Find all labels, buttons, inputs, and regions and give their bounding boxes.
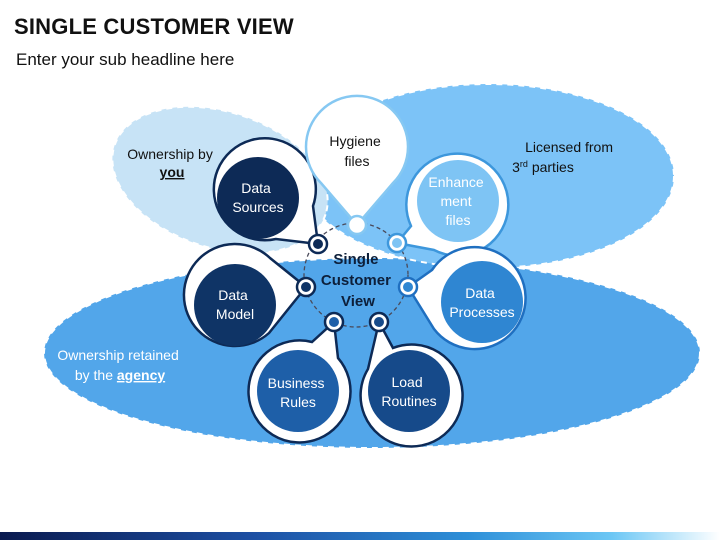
node-enhancement-files-line1: Enhance bbox=[428, 174, 483, 190]
svg-text:Single Customer View: Single Customer View bbox=[321, 251, 395, 310]
node-data-processes: Data Processes bbox=[397, 245, 527, 351]
node-hygiene-files: Hygiene files bbox=[304, 94, 410, 236]
node-data-processes-line2: Processes bbox=[449, 304, 514, 320]
svg-text:Data Model: Data Model bbox=[216, 287, 254, 322]
third-zone-label-sup: rd bbox=[520, 159, 528, 169]
node-data-model: Data Model bbox=[182, 242, 317, 348]
svg-text:Data Processes: Data Processes bbox=[449, 285, 514, 320]
agency-zone-label-line1: Ownership retained bbox=[57, 347, 178, 363]
center-title-line2: Customer bbox=[321, 272, 391, 289]
node-enhancement-files-line2: ment bbox=[440, 193, 471, 209]
svg-text:Ownership retained by the: Ownership retained by the agency bbox=[57, 347, 182, 383]
third-zone-label-num: 3 bbox=[512, 159, 520, 175]
footer-gradient-bar bbox=[0, 532, 720, 540]
you-zone-label-line1: Ownership by bbox=[127, 146, 213, 162]
node-enhancement-files: Enhance ment files bbox=[386, 152, 510, 257]
svg-text:Data Sources: Data Sources bbox=[232, 180, 283, 215]
node-data-processes-line1: Data bbox=[465, 285, 495, 301]
node-business-rules-line2: Rules bbox=[280, 394, 316, 410]
node-hygiene-files-line1: Hygiene bbox=[329, 133, 381, 149]
node-load-routines: Load Routines bbox=[359, 311, 464, 448]
svg-text:Enhance ment files: Enhance ment files bbox=[428, 174, 487, 228]
node-business-rules-line1: Business bbox=[268, 375, 325, 391]
center-title-line3: View bbox=[341, 293, 375, 310]
center-ring bbox=[303, 222, 409, 328]
node-data-model-line2: Model bbox=[216, 306, 254, 322]
third-zone-label-line1: Licensed from bbox=[525, 139, 613, 155]
node-load-routines-line1: Load bbox=[391, 374, 422, 390]
page-title: SINGLE CUSTOMER VIEW bbox=[14, 14, 294, 39]
svg-text:Business Rules: Business Rules bbox=[268, 375, 329, 410]
node-hygiene-files-line2: files bbox=[345, 153, 370, 169]
svg-text:Load Routines: Load Routines bbox=[381, 374, 436, 409]
node-data-sources-line1: Data bbox=[241, 180, 271, 196]
page-subtitle: Enter your sub headline here bbox=[16, 50, 235, 69]
node-data-model-line1: Data bbox=[218, 287, 248, 303]
node-enhancement-files-line3: files bbox=[446, 212, 471, 228]
center-title-line1: Single bbox=[333, 251, 378, 268]
agency-zone-label-emph: agency bbox=[117, 367, 165, 383]
node-data-sources-line2: Sources bbox=[232, 199, 283, 215]
node-load-routines-line2: Routines bbox=[381, 393, 436, 409]
svg-text:Ownership by you: Ownership by you bbox=[127, 146, 216, 180]
third-zone-label-rest: parties bbox=[528, 159, 574, 175]
svg-text:Licensed from 3rd parties: Licensed from 3rd parties bbox=[512, 139, 617, 175]
agency-zone-label-pre: by the bbox=[75, 367, 117, 383]
svg-text:Hygiene files: Hygiene files bbox=[329, 133, 384, 169]
you-zone-label-line2: you bbox=[160, 164, 185, 180]
node-data-sources: Data Sources bbox=[212, 137, 329, 255]
node-business-rules: Business Rules bbox=[247, 311, 352, 444]
